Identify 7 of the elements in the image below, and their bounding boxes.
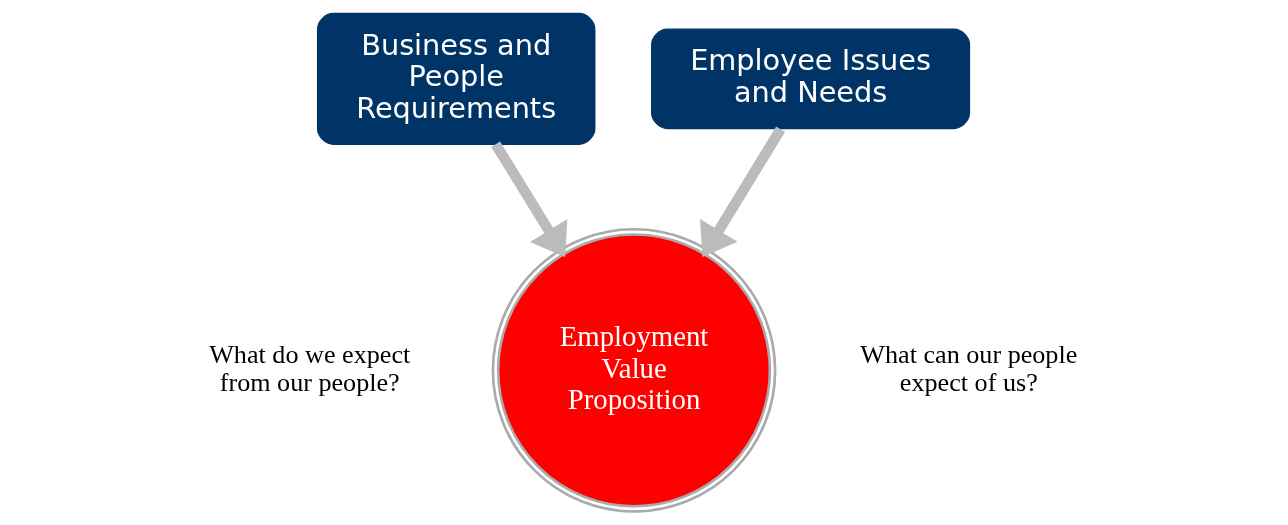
label: What can our people expect of us? bbox=[859, 339, 1077, 398]
arrow bbox=[490, 141, 567, 258]
node-circle: Employment Value Proposition bbox=[491, 228, 776, 513]
label: What do we expect from our people? bbox=[208, 339, 410, 398]
node-box: Employee Issues and Needs bbox=[650, 28, 970, 130]
arrow bbox=[699, 126, 785, 258]
node-box: Business and People Requirements bbox=[316, 12, 595, 145]
